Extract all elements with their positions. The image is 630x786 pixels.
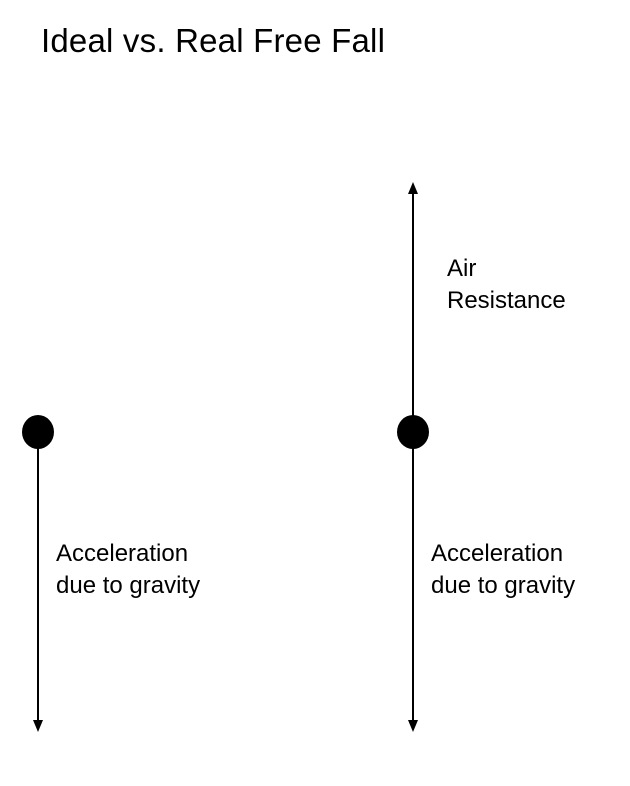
air-resistance-label-line-2: Resistance xyxy=(447,287,566,314)
air-resistance-label: Air Resistance xyxy=(447,253,566,317)
real-gravity-label-line-1: Acceleration xyxy=(431,540,564,567)
air-resistance-label-line-1: Air xyxy=(447,255,477,282)
real-gravity-label: Acceleration due to gravity xyxy=(431,538,575,602)
real-gravity-label-line-2: due to gravity xyxy=(431,572,576,599)
ideal-fall-group xyxy=(22,415,54,732)
ideal-gravity-label-line-1: Acceleration xyxy=(56,540,189,567)
real-fall-group xyxy=(397,182,429,732)
ideal-gravity-label: Acceleration due to gravity xyxy=(56,538,200,602)
real-object-dot xyxy=(397,415,429,449)
ideal-gravity-arrowhead xyxy=(33,720,43,732)
ideal-object-dot xyxy=(22,415,54,449)
real-gravity-arrowhead xyxy=(408,720,418,732)
page-title: Ideal vs. Real Free Fall xyxy=(41,22,386,59)
ideal-gravity-label-line-2: due to gravity xyxy=(56,572,201,599)
air-resistance-arrowhead xyxy=(408,182,418,194)
